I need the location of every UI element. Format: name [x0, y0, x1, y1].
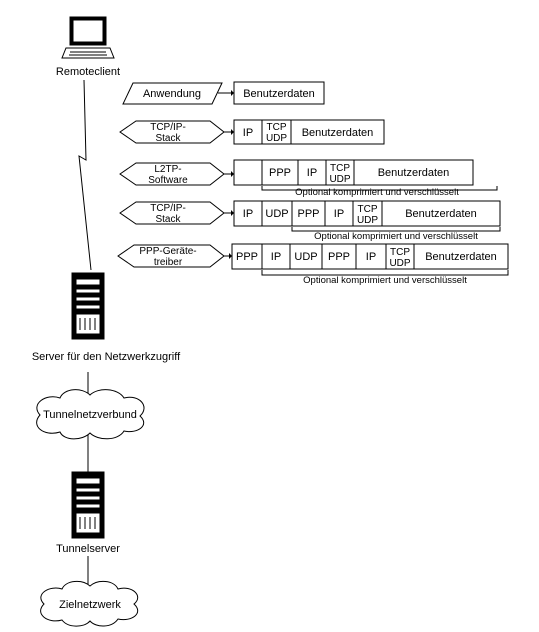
packet-cell-text: PPP: [297, 208, 319, 220]
packet-cell-text: TCP: [358, 204, 378, 215]
arrow-head: [231, 90, 234, 96]
packet-cell: [297, 159, 327, 186]
packet-cell: [233, 81, 325, 105]
optional-bracket: [261, 186, 498, 191]
tunnel-server-icon: [71, 471, 105, 539]
tunnel-network-label: Tunnelnetzverbund: [43, 409, 137, 421]
packet-cell: [261, 159, 299, 186]
nas-server-label: Server für den Netzwerkzugriff: [32, 351, 181, 363]
packet-cell: [381, 200, 501, 227]
optional-bracket: [261, 270, 509, 276]
arrow-head: [229, 253, 232, 259]
tunnel-network-cloud: Tunnelnetzverbund: [36, 389, 145, 440]
packet-cell-text: Benutzerdaten: [425, 251, 497, 263]
arrow-head: [231, 129, 234, 135]
optional-note: Optional komprimiert und verschlüsselt: [314, 231, 478, 242]
layer-label-line1: L2TP-: [154, 164, 181, 175]
packet-cell-text: Benutzerdaten: [378, 167, 450, 179]
packet-cell: [413, 243, 509, 270]
packet-cell-text: PPP: [269, 167, 291, 179]
tunnel-server-label: Tunnelserver: [56, 543, 120, 555]
packet-cell-text: IP: [366, 251, 376, 263]
packet-cell: [290, 119, 385, 145]
packet-cell-text: UDP: [357, 215, 378, 226]
packet-cell-text: TCP: [267, 122, 287, 133]
packet-cell: [355, 243, 387, 270]
packet-cell-text: UDP: [329, 174, 350, 185]
remote-client-label: Remoteclient: [56, 66, 120, 78]
layer-label-line1: TCP/IP-: [150, 122, 186, 133]
packet-cell: [325, 159, 355, 186]
packet-cell: [261, 243, 291, 270]
packet-cell-text: UDP: [389, 258, 410, 269]
packet-cell: [324, 200, 354, 227]
packet-cell-text: TCP: [390, 247, 410, 258]
packet-cell-text: UDP: [266, 133, 287, 144]
cloud-icon: [40, 581, 139, 627]
arrow-head: [231, 210, 234, 216]
layer-application: Anwendung Benutzerdaten: [122, 81, 325, 105]
packet-cell-text: TCP: [330, 163, 350, 174]
wireless-link: [78, 79, 92, 271]
packet-cell-text: IP: [243, 127, 253, 139]
target-network-label: Zielnetzwerk: [59, 599, 121, 611]
layer-label-line2: Software: [148, 175, 188, 186]
layer-label-line1: PPP-Geräte-: [139, 246, 196, 257]
laptop-icon: [61, 16, 115, 59]
packet-cell: [261, 119, 292, 145]
packet-cell: [231, 243, 263, 270]
packet-cell: [385, 243, 415, 270]
packet-cell-text: IP: [307, 167, 317, 179]
optional-note: Optional komprimiert und verschlüsselt: [295, 187, 459, 198]
cloud-icon: [36, 389, 145, 440]
arrow-head: [231, 171, 234, 177]
packet-cell: [291, 200, 326, 227]
layer-label-line2: treiber: [154, 257, 183, 268]
layer-label-shape: [122, 82, 223, 105]
packet-cell-text: Benutzerdaten: [243, 88, 315, 100]
server-icon: [71, 272, 105, 340]
optional-note: Optional komprimiert und verschlüsselt: [303, 275, 467, 286]
packet-cell: [353, 159, 474, 186]
packet-cell: [233, 159, 263, 186]
packet-cell-text: IP: [334, 208, 344, 220]
packet-cell-text: UDP: [294, 251, 317, 263]
packet-cell-text: IP: [271, 251, 281, 263]
packet-cell: [233, 119, 263, 145]
layer-l2tp-software: L2TP- Software PPP IP TCP UDP Benutzerda…: [119, 159, 498, 198]
packet-cell: [289, 243, 323, 270]
layer-label-line2: Stack: [155, 214, 181, 225]
layer-tcpip-stack-tunnel: TCP/IP- Stack IP UDP PPP IP TCP UDP Benu…: [119, 200, 501, 242]
packet-cell-text: UDP: [265, 208, 288, 220]
layer-label-line2: Stack: [155, 133, 181, 144]
packet-cell-text: Benutzerdaten: [302, 127, 374, 139]
packet-cell-text: Benutzerdaten: [405, 208, 477, 220]
layer-label: Anwendung: [143, 88, 201, 100]
optional-bracket: [291, 227, 501, 232]
packet-cell-text: PPP: [328, 251, 350, 263]
packet-cell-text: IP: [243, 208, 253, 220]
packet-cell-text: PPP: [236, 251, 258, 263]
layer-tcpip-stack-client: TCP/IP- Stack IP TCP UDP Benutzerdaten: [119, 119, 385, 145]
target-network-cloud: Zielnetzwerk: [40, 581, 139, 627]
layer-label-line1: TCP/IP-: [150, 203, 186, 214]
layer-ppp-device-driver: PPP-Geräte- treiber PPP IP UDP PPP IP TC…: [117, 243, 509, 286]
packet-cell: [321, 243, 357, 270]
